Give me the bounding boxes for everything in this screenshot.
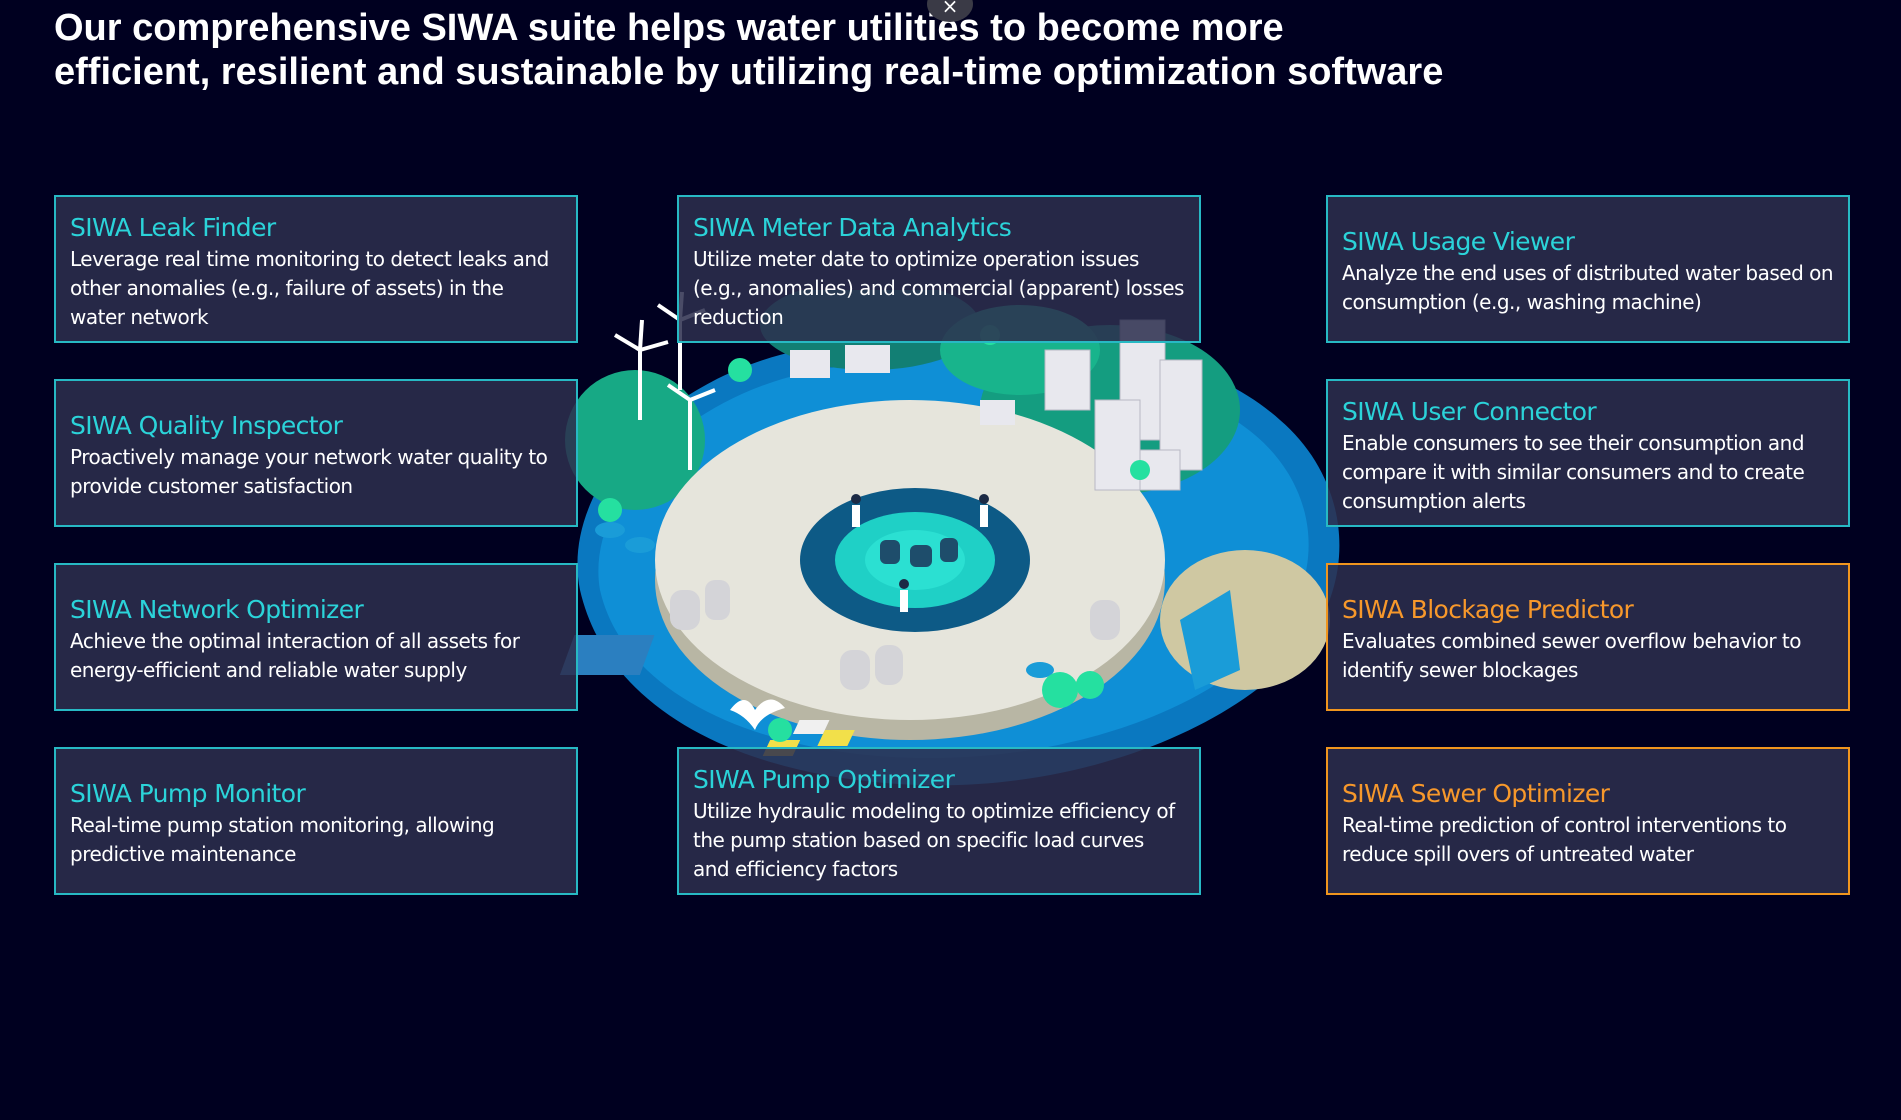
card-description: Real-time prediction of control interven… [1342, 813, 1787, 866]
smart-water-city-illustration [559, 290, 1340, 786]
card-pump-optimizer[interactable]: SIWA Pump Optimizer Utilize hydraulic mo… [677, 747, 1201, 895]
page-title: Our comprehensive SIWA suite helps water… [54, 6, 1614, 94]
card-quality-inspector[interactable]: SIWA Quality Inspector Proactively manag… [54, 379, 578, 527]
card-title: SIWA User Connector [1342, 396, 1597, 426]
card-title: SIWA Network Optimizer [70, 595, 364, 624]
card-title: SIWA Meter Data Analytics [693, 212, 1012, 242]
card-description: Utilize meter date to optimize operation… [693, 246, 1184, 329]
card-blockage-predictor[interactable]: SIWA Blockage Predictor Evaluates combin… [1326, 563, 1850, 711]
close-button[interactable]: × [927, 0, 973, 22]
card-title: SIWA Leak Finder [70, 212, 276, 242]
page-title-line-1: Our comprehensive SIWA suite helps water… [54, 7, 1284, 49]
card-description: Real-time pump station monitoring, allow… [70, 813, 495, 866]
card-title: SIWA Pump Monitor [70, 779, 306, 808]
card-title: SIWA Blockage Predictor [1342, 595, 1634, 624]
card-description: Achieve the optimal interaction of all a… [70, 629, 520, 682]
close-icon[interactable]: × [941, 0, 959, 18]
card-title: SIWA Quality Inspector [70, 411, 343, 440]
card-sewer-optimizer[interactable]: SIWA Sewer Optimizer Real-time predictio… [1326, 747, 1850, 895]
card-user-connector[interactable]: SIWA User Connector Enable consumers to … [1326, 379, 1850, 527]
card-title: SIWA Sewer Optimizer [1342, 779, 1610, 808]
card-meter-data-analytics[interactable]: SIWA Meter Data Analytics Utilize meter … [677, 195, 1201, 343]
card-leak-finder[interactable]: SIWA Leak Finder Leverage real time moni… [54, 195, 578, 343]
card-usage-viewer[interactable]: SIWA Usage Viewer Analyze the end uses o… [1326, 195, 1850, 343]
card-description: Proactively manage your network water qu… [70, 445, 548, 498]
card-title: SIWA Pump Optimizer [693, 764, 955, 794]
card-description: Enable consumers to see their consumptio… [1342, 430, 1805, 513]
card-network-optimizer[interactable]: SIWA Network Optimizer Achieve the optim… [54, 563, 578, 711]
card-description: Leverage real time monitoring to detect … [70, 246, 549, 329]
card-pump-monitor[interactable]: SIWA Pump Monitor Real-time pump station… [54, 747, 578, 895]
card-description: Analyze the end uses of distributed wate… [1342, 261, 1834, 314]
card-description: Utilize hydraulic modeling to optimize e… [693, 798, 1175, 881]
card-description: Evaluates combined sewer overflow behavi… [1342, 629, 1801, 682]
page-title-line-2: efficient, resilient and sustainable by … [54, 51, 1444, 93]
card-title: SIWA Usage Viewer [1342, 227, 1575, 256]
